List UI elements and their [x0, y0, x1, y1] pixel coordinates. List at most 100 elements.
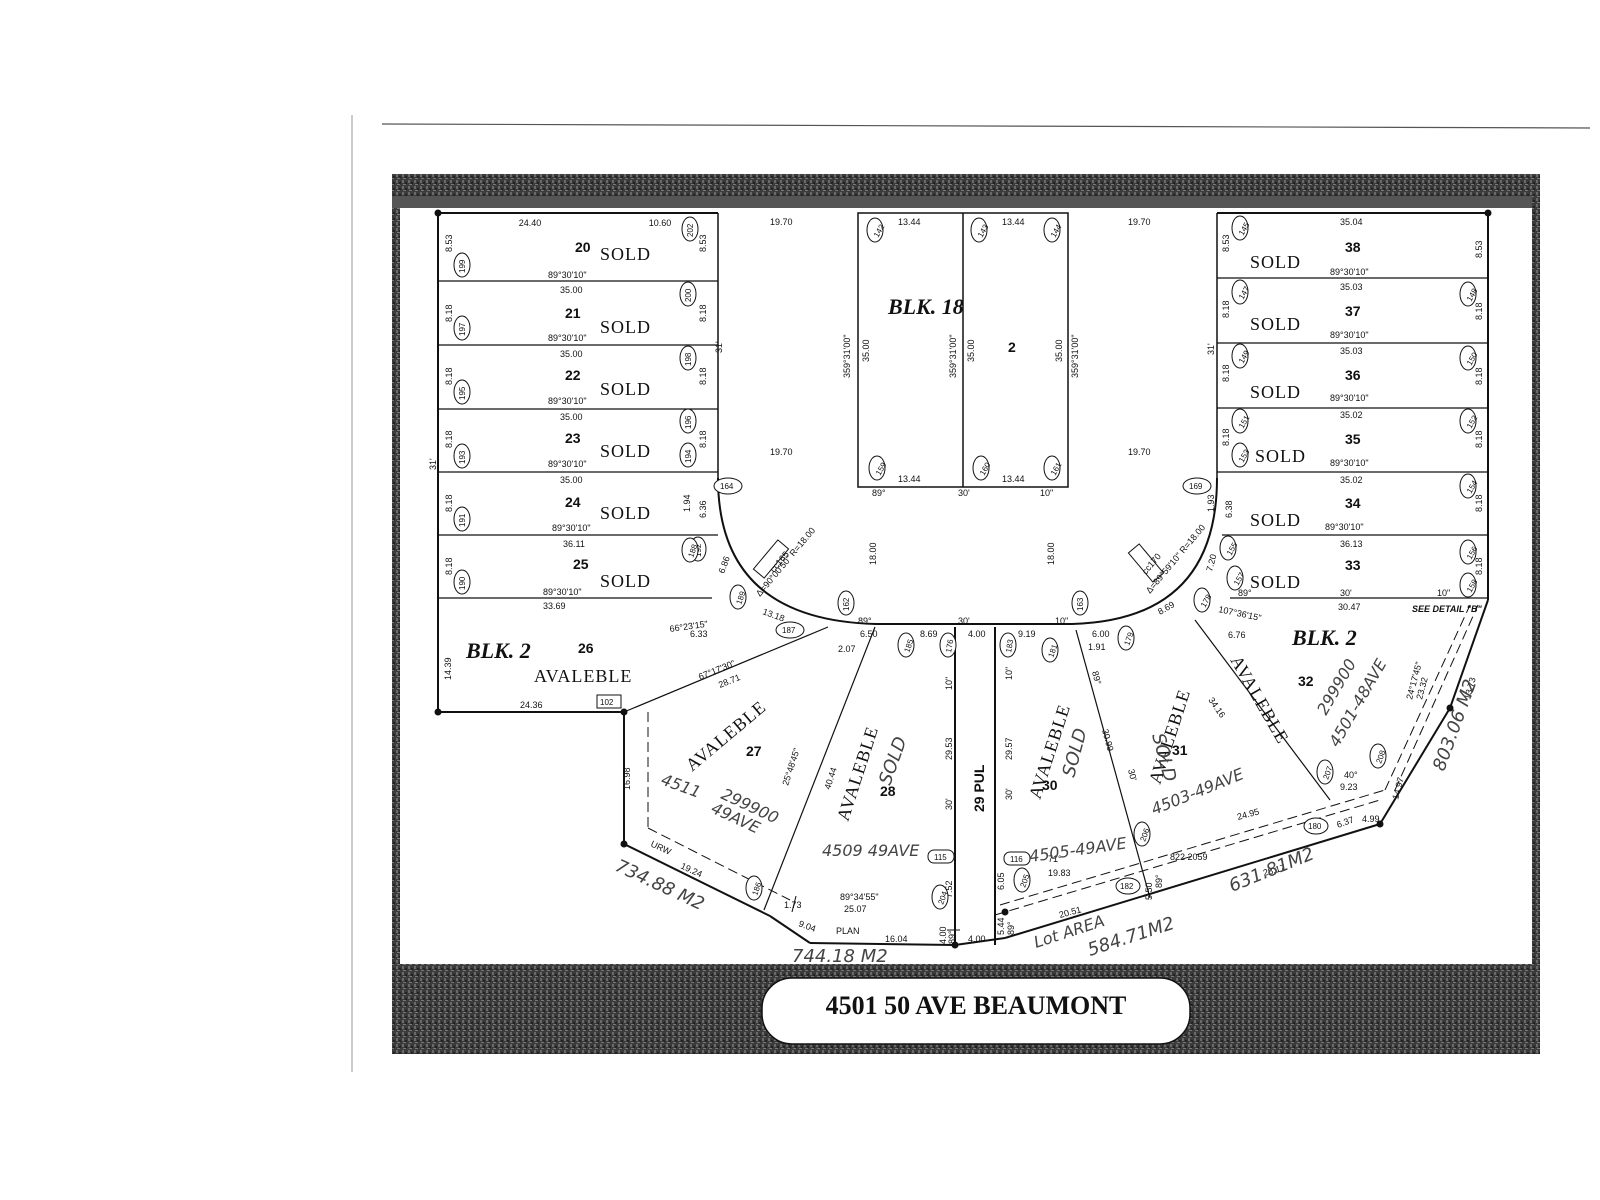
oval-label: 200 [684, 288, 693, 302]
oval-label: 183 [1004, 638, 1015, 653]
dim-text: 18.00 [868, 542, 878, 565]
block-2-right-label: BLK. 2 [1291, 625, 1357, 650]
dim-text: 8.18 [1474, 367, 1484, 385]
lot-34-status: SOLD [1250, 510, 1301, 530]
dim-text: 89° [858, 616, 872, 626]
right-lots: 35.04 SOLD 38 89°30'10" 35.03 SOLD 37 89… [1206, 215, 1484, 612]
oval-label: 163 [1076, 597, 1085, 611]
dim-text: 4.99 [1362, 814, 1380, 824]
dim-text: 35.02 [1340, 410, 1363, 420]
lot-34-number: 34 [1345, 495, 1361, 511]
oval-markers-right: 145 147 149 151 153 155 148 150 152 154 … [1219, 215, 1480, 598]
dim-text: 1.73 [784, 900, 802, 910]
lot-33-number: 33 [1345, 557, 1361, 573]
dim-text: 33.69 [543, 601, 566, 611]
oval-markers-b18: 142 143 144 159 160 161 [866, 217, 1064, 481]
dim-text: 4.00 [968, 629, 986, 639]
lot-24-status: SOLD [600, 503, 651, 523]
oval-label: 202 [686, 223, 695, 237]
oval-label: 164 [720, 482, 734, 491]
dim-text: 31' [1206, 343, 1216, 355]
dim-text: 359°31'00" [1070, 334, 1080, 378]
dim-text: 30' [1004, 788, 1014, 800]
blocks-plan: PLAN [836, 926, 860, 936]
dim-text: 8.53 [1474, 240, 1484, 258]
dim-text: 89°30'10" [552, 523, 591, 533]
oval-label: 116 [1010, 855, 1023, 864]
dim-text: 8.18 [444, 367, 454, 385]
dim-text: 2.07 [838, 644, 856, 654]
dim-text: 35.03 [1340, 282, 1363, 292]
dim-text: 18.00 [1046, 542, 1056, 565]
dim-text: 36.11 [563, 539, 585, 549]
lot-20-status: SOLD [600, 244, 651, 264]
dim-text: 30' [958, 488, 970, 498]
dim-text: 89°30'10" [548, 333, 587, 343]
dim-text: 89°30'10" [1330, 267, 1369, 277]
lot-23-status: SOLD [600, 441, 651, 461]
oval-label: 193 [458, 450, 467, 464]
dim-text: 7.52 [944, 880, 954, 898]
dim-text: 89°30'10" [548, 459, 587, 469]
oval-label: 185 [902, 638, 915, 654]
lot-22-number: 22 [565, 367, 581, 383]
lot-37-number: 37 [1345, 303, 1361, 319]
dim-text: 35.00 [560, 412, 583, 422]
block-18-lot: 2 [1008, 339, 1016, 355]
dim-text: 8.18 [1474, 494, 1484, 512]
lot-33-status: SOLD [1250, 572, 1301, 592]
oval-label: 197 [458, 322, 467, 336]
dim-text: 8.18 [444, 557, 454, 575]
lot-23-number: 23 [565, 430, 581, 446]
map-title: 4501 50 AVE BEAUMONT [826, 991, 1127, 1020]
dim-text: 6.00 [1092, 629, 1110, 639]
dim-text: 19.70 [770, 447, 793, 457]
dim-text: 35.04 [1340, 217, 1363, 227]
plan-area [400, 208, 1532, 964]
oval-label: 189 [734, 590, 747, 606]
dim-text: 35.00 [1054, 339, 1064, 362]
dim-text: 8.18 [1221, 428, 1231, 446]
dim-text: 89°34'55" [840, 892, 879, 902]
dim-text: 8.18 [698, 304, 708, 322]
dim-text: 35.00 [560, 349, 583, 359]
dim-text: 13.44 [1002, 217, 1025, 227]
dim-text: 4.00 [938, 926, 948, 944]
lot-36-number: 36 [1345, 367, 1361, 383]
oval-label: 180 [1308, 822, 1322, 831]
lot-21-status: SOLD [600, 317, 651, 337]
lot-20-number: 20 [575, 239, 591, 255]
dim-text: 30' [1340, 588, 1352, 598]
dim-text: 10" [1040, 488, 1053, 498]
dim-text: 1.94 [682, 494, 692, 512]
oval-label: 181 [1046, 643, 1059, 659]
oval-label: 196 [684, 415, 693, 429]
dim-text: 10.60 [649, 218, 672, 228]
survey-monuments [434, 209, 1492, 949]
dim-text: 30' [1126, 768, 1139, 782]
lot-28-area: 744.18 M2 [792, 946, 888, 967]
oval-markers-curve: 188 189 187 162 163 185 176 183 181 179 … [681, 537, 1214, 663]
lot-30-number: 30 [1042, 777, 1058, 793]
dim-text: 35.00 [560, 475, 583, 485]
oval-label: 162 [842, 597, 851, 611]
dim-text: 6.38 [1224, 500, 1234, 518]
dim-text: 89°30'10" [548, 396, 587, 406]
dim-text: 8.53 [444, 234, 454, 252]
lot-25-number: 25 [573, 556, 589, 572]
dim-text: 6.05 [996, 872, 1006, 890]
dim-text: 35.00 [560, 285, 583, 295]
dim-text: 4.00 [968, 934, 986, 944]
block-18-label: BLK. 18 [887, 294, 964, 319]
dim-text: 7.20 [1204, 553, 1218, 573]
dim-text: 8.69 [920, 629, 938, 639]
dim-text: 16.98 [622, 767, 632, 790]
dim-text: 35.00 [861, 339, 871, 362]
oval-label: 191 [458, 513, 467, 527]
dim-text: 24.40 [519, 218, 542, 228]
pul-label: 29 PUL [971, 764, 987, 812]
oval-label: 176 [944, 638, 955, 653]
lot-28-addr: 4509 49AVE [822, 841, 920, 860]
parcel-lines [437, 212, 1489, 946]
